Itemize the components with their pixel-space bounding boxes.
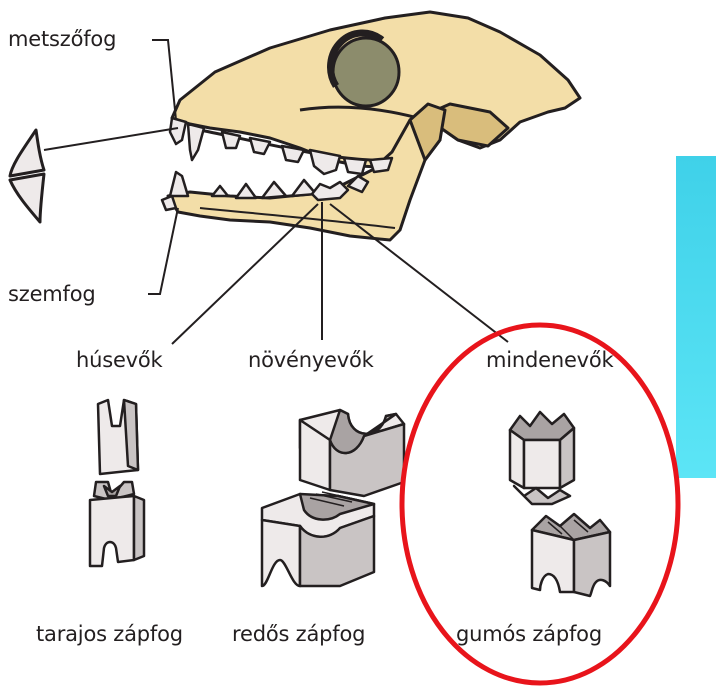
label-ridged-molar: redős zápfog (232, 622, 365, 646)
bunodont-molar-icon (510, 412, 610, 596)
lower-incisors (162, 196, 176, 210)
label-carnassial-molar: tarajos zápfog (36, 622, 183, 646)
omnivores-leader (330, 204, 508, 342)
label-incisor: metszőfog (8, 27, 116, 51)
canine-tooth-icon (10, 130, 44, 222)
lower-canine (170, 172, 188, 196)
eye-orbit (333, 38, 399, 106)
label-canine: szemfog (8, 282, 96, 306)
dog-skull-illustration (168, 12, 580, 240)
label-carnivores: húsevők (76, 348, 163, 372)
carnivores-leader (172, 204, 318, 344)
label-bunodont-molar: gumós zápfog (456, 622, 602, 646)
label-omnivores: mindenevők (486, 348, 614, 372)
incisor-leader (152, 40, 176, 120)
upper-incisors (170, 118, 186, 144)
carnassial-molar-icon (90, 400, 144, 566)
ridged-molar-icon (262, 410, 404, 586)
label-herbivores: növényevők (248, 348, 374, 372)
tooth-to-canine-icon-leader (44, 128, 178, 150)
upper-canine (188, 124, 204, 160)
canine-leader (148, 208, 178, 294)
cyan-side-panel (676, 156, 716, 478)
